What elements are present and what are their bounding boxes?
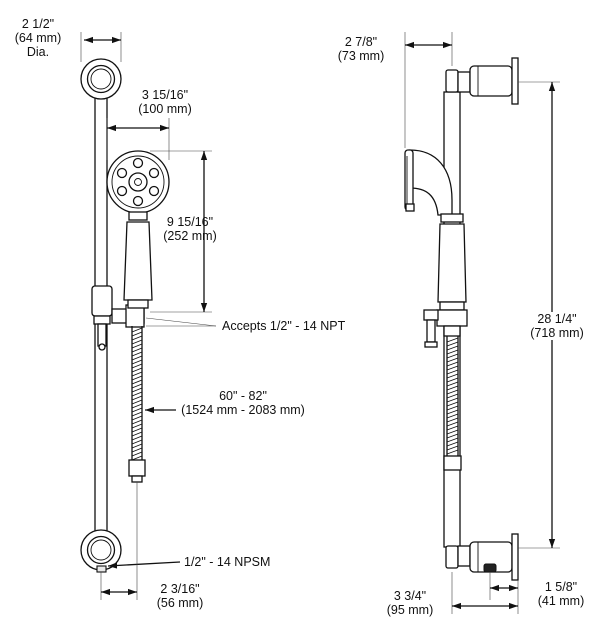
front-bottom-wall-mount bbox=[80, 529, 122, 573]
dim-9-15-16-label: 9 15/16" (252 mm) bbox=[163, 215, 217, 243]
front-view bbox=[80, 58, 170, 573]
accepts-npt-label: Accepts 1/2" - 14 NPT bbox=[222, 319, 346, 333]
front-handle bbox=[123, 211, 153, 309]
side-view bbox=[404, 57, 519, 581]
dim-3-3-4-label: 3 3/4" (95 mm) bbox=[386, 589, 434, 617]
front-showerhead bbox=[106, 150, 170, 214]
dim-2-7-8-label: 2 7/8" (73 mm) bbox=[337, 35, 385, 63]
front-top-wall-mount bbox=[80, 58, 122, 100]
npsm-label: 1/2" - 14 NPSM bbox=[184, 555, 271, 569]
dim-1-5-8-label: 1 5/8" (41 mm) bbox=[537, 580, 585, 608]
hose-length-label: 60" - 82" (1524 mm - 2083 mm) bbox=[181, 389, 305, 417]
dim-28-1-4-label: 28 1/4" (718 mm) bbox=[520, 312, 594, 340]
dim-2-1-2-label: 2 1/2" (64 mm) Dia. bbox=[14, 17, 62, 59]
dim-3-15-16-label: 3 15/16" (100 mm) bbox=[138, 88, 192, 116]
front-hose bbox=[128, 326, 146, 483]
side-hose bbox=[443, 336, 462, 471]
side-handle bbox=[437, 223, 467, 311]
side-top-bracket bbox=[445, 57, 519, 105]
side-slider-clamp bbox=[423, 309, 468, 348]
dim-2-3-16-label: 2 3/16" (56 mm) bbox=[156, 582, 204, 610]
front-slider-clamp bbox=[91, 285, 145, 351]
side-showerhead bbox=[404, 149, 464, 223]
